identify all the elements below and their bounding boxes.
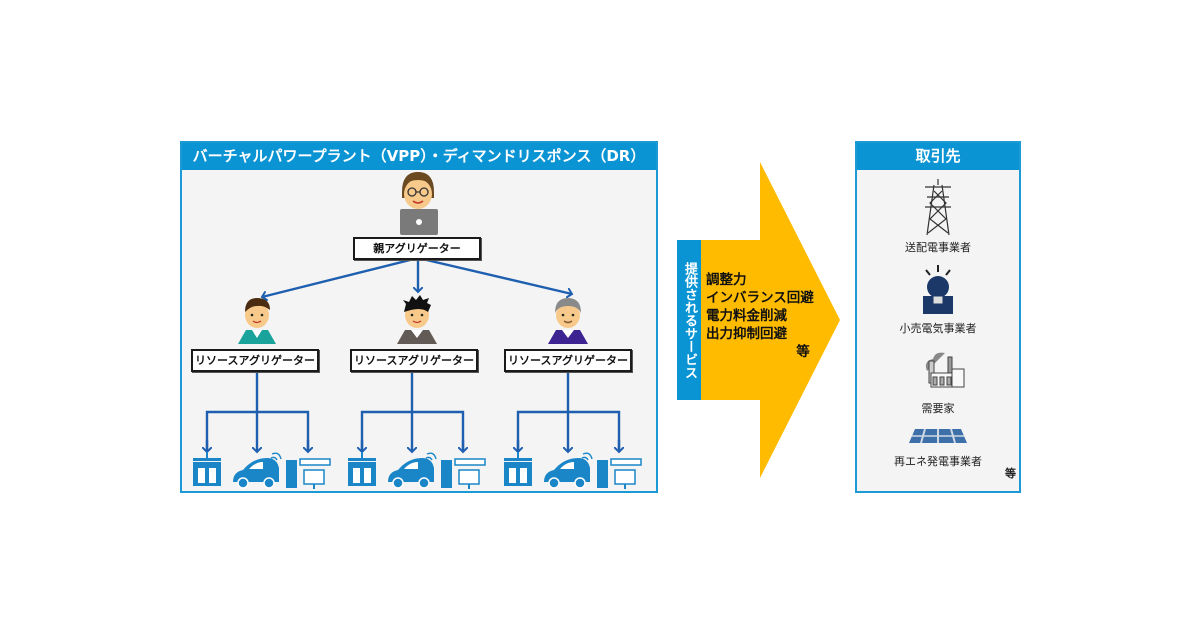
partners-etc: 等 (1004, 466, 1016, 480)
connector-parent-right (417, 256, 572, 294)
home-appliance-icon (441, 458, 486, 489)
partners-title: 取引先 (857, 143, 1019, 170)
storage-battery-icon (193, 452, 221, 486)
resource-tree (362, 372, 463, 452)
services-list: 調整力 インバランス回避 電力料金削減 出力抑制回避 等 (706, 271, 814, 361)
resource-tree (518, 372, 619, 452)
partner-label-tower: 送配電事業者 (905, 240, 971, 254)
storage-battery-icon (504, 452, 532, 486)
parent-aggregator-label: 親アグリゲーター (353, 237, 481, 260)
resource-aggregator-label: リソースアグリゲーター (504, 349, 632, 372)
service-item: 電力料金削減 (706, 308, 787, 324)
light-bulb-icon (923, 265, 953, 314)
service-item: インバランス回避 (706, 290, 814, 306)
resource-aggregator-label: リソースアグリゲーター (350, 349, 478, 372)
partner-label-bulb: 小売電気事業者 (900, 321, 977, 335)
services-arrow (700, 162, 840, 478)
services-etc: 等 (796, 344, 810, 360)
electric-vehicle-icon (388, 452, 437, 489)
service-item: 調整力 (706, 272, 747, 288)
connector-branch (205, 410, 310, 452)
service-item: 出力抑制回避 (706, 326, 787, 342)
connector-branch (360, 410, 465, 452)
partner-label-factory: 需要家 (922, 401, 955, 415)
electric-vehicle-icon (233, 452, 282, 489)
partner-label-solar: 再エネ発電事業者 (894, 454, 982, 468)
electric-vehicle-icon (544, 452, 593, 489)
person-with-laptop-icon (400, 172, 438, 235)
solar-panel-icon (909, 428, 967, 444)
partner-icons: 送配電事業者 小売電気事業者 需要家 (894, 179, 1016, 480)
connector-parent-left (262, 256, 419, 297)
resource-aggregator-label: リソースアグリゲーター (191, 349, 319, 372)
factory-icon (925, 352, 965, 388)
partners-panel: 取引先 送配電事業者 小売電気事業者 (855, 141, 1021, 493)
storage-battery-icon (348, 452, 376, 486)
connector-branch (516, 410, 621, 452)
person-purple-suit-icon (548, 298, 588, 344)
person-teal-shirt-icon (238, 298, 276, 344)
home-appliance-icon (286, 458, 331, 489)
resource-tree (207, 372, 308, 452)
vpp-dr-title: バーチャルパワープラント（VPP）・ディマンドリスポンス（DR） (182, 143, 656, 170)
services-tab-label: 提供されるサービス (677, 240, 701, 400)
home-appliance-icon (597, 458, 642, 489)
person-gray-suit-icon (397, 295, 437, 344)
transmission-tower-icon (925, 179, 951, 236)
